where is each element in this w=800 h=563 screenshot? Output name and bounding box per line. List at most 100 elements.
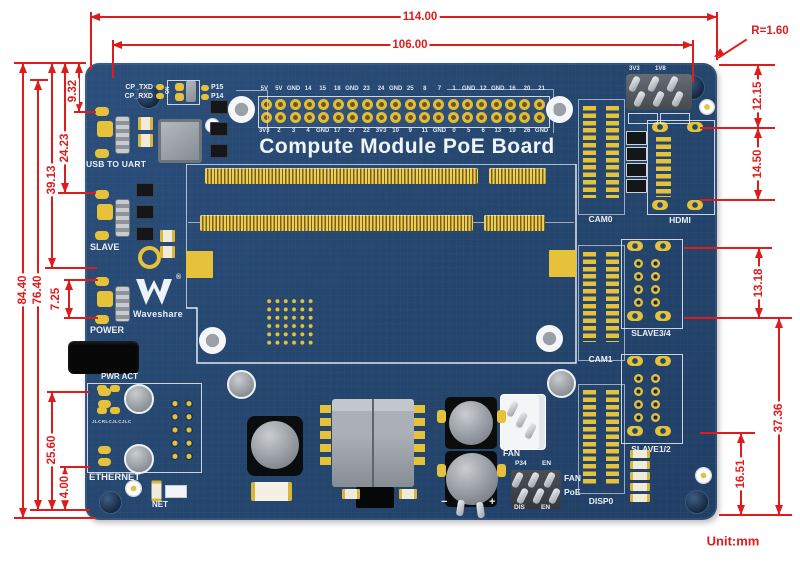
power-label: POWER xyxy=(90,325,125,335)
dim-net-offset: 4.00 xyxy=(59,473,71,501)
silk-line xyxy=(267,90,268,134)
extension-line xyxy=(74,111,96,113)
smd-pad-comp xyxy=(342,489,360,499)
led-pad xyxy=(97,407,107,414)
usb-peg-pad xyxy=(655,356,671,366)
hdmi-pads xyxy=(656,137,671,197)
extension-line xyxy=(58,192,96,194)
fan-connector-label: FAN xyxy=(503,448,520,458)
dim-arrow xyxy=(61,183,69,193)
ethernet-label: ETHERNET xyxy=(89,472,141,483)
dim-arrow xyxy=(34,500,42,510)
led-pad xyxy=(95,231,109,240)
jumper-poe-label: PoE xyxy=(564,487,581,497)
pin-label: 25 xyxy=(406,86,414,92)
hdmi-label: HDMI xyxy=(669,215,691,225)
pin-label: 4 xyxy=(306,128,310,134)
fiducial-hole xyxy=(696,468,711,483)
standoff xyxy=(547,369,576,398)
pin-label: GND xyxy=(534,128,549,134)
pin-label: 3 xyxy=(291,128,296,134)
ethernet-pin-field xyxy=(168,397,196,463)
header-pad xyxy=(347,112,359,123)
header-pad xyxy=(490,99,502,110)
extension-line xyxy=(684,317,792,319)
usb-peg-pad xyxy=(627,426,643,436)
extension-line xyxy=(60,466,90,468)
header-pad xyxy=(476,112,488,123)
ethernet-peg-hole xyxy=(124,444,154,474)
pin-label: 0 xyxy=(452,128,456,134)
jumper-pin xyxy=(547,487,562,505)
capacitor-array xyxy=(116,117,129,153)
pin-label: 17 xyxy=(333,128,341,134)
th-pad xyxy=(651,374,660,383)
dim-arrow xyxy=(775,505,783,515)
dim-arrow xyxy=(65,280,73,290)
header-pad xyxy=(318,99,330,110)
transformer-pads xyxy=(320,405,331,467)
eth-pad xyxy=(98,388,111,396)
header-pad xyxy=(447,112,459,123)
silk-line xyxy=(236,90,267,91)
fan-poe-jumper xyxy=(510,470,562,509)
dim-arrow xyxy=(48,63,56,73)
smd-pad xyxy=(201,85,209,91)
power-jack xyxy=(68,341,139,374)
dim-arrow xyxy=(61,500,69,510)
header-pad xyxy=(318,112,330,123)
slave34-outline xyxy=(621,239,683,329)
dim-arrow xyxy=(754,128,762,138)
header-pad xyxy=(519,112,531,123)
extension-line xyxy=(684,247,772,249)
pin-label: GND xyxy=(388,86,403,92)
hdmi-peg-pad xyxy=(652,122,668,132)
led-pad xyxy=(110,407,120,414)
cap-pad xyxy=(497,410,506,423)
cam1-label: CAM1 xyxy=(588,354,613,364)
dim-slave-to-bottom: 37.36 xyxy=(773,401,785,435)
jumper-pin xyxy=(510,471,525,489)
th-pad xyxy=(634,259,643,268)
header-pad xyxy=(332,112,344,123)
jumper-footprint xyxy=(628,113,658,124)
cp-txd-label: CP_TXD xyxy=(125,84,153,91)
sodimm-fingers xyxy=(200,215,473,231)
slave12-outline xyxy=(621,354,683,444)
smd-ic-black xyxy=(356,487,394,508)
gpio-pad-row-bottom xyxy=(261,112,545,123)
th-pad xyxy=(651,400,660,409)
waveshare-logo-mark xyxy=(136,279,172,305)
extension-line xyxy=(700,199,775,201)
usb-peg-pad xyxy=(655,241,671,251)
silk-line xyxy=(447,89,553,90)
dim-arrow xyxy=(754,118,762,128)
disp0-label: DISP0 xyxy=(588,496,614,506)
header-pin xyxy=(651,90,666,108)
net-label: NET xyxy=(152,500,168,509)
header-pad xyxy=(347,99,359,110)
hdmi-outline xyxy=(647,120,715,215)
dim-arrow xyxy=(65,308,73,318)
pin-label: 10 xyxy=(392,128,399,134)
fan-pin xyxy=(514,411,529,429)
jumper-p34-label: P34 xyxy=(515,460,527,467)
p14-label: P14 xyxy=(211,93,224,100)
dim-arrow xyxy=(737,433,745,443)
usb-peg-pad xyxy=(655,311,671,321)
pin-label: GND xyxy=(316,128,330,134)
dim-inner-height: 76.40 xyxy=(32,273,44,307)
dim-ethernet-span: 25.60 xyxy=(46,433,58,467)
smd-ic xyxy=(626,147,647,161)
dim-line xyxy=(68,280,70,318)
header-pad xyxy=(275,112,287,123)
jumper-pin xyxy=(515,487,530,505)
transistor xyxy=(210,144,228,158)
header-pad xyxy=(304,99,316,110)
header-pad xyxy=(462,99,474,110)
mounting-hole xyxy=(686,491,708,513)
pin-label: 5 xyxy=(466,128,471,134)
pin-label: 6 xyxy=(481,128,485,134)
pin-label: 15 xyxy=(319,86,327,92)
jumper-cap xyxy=(186,81,196,102)
